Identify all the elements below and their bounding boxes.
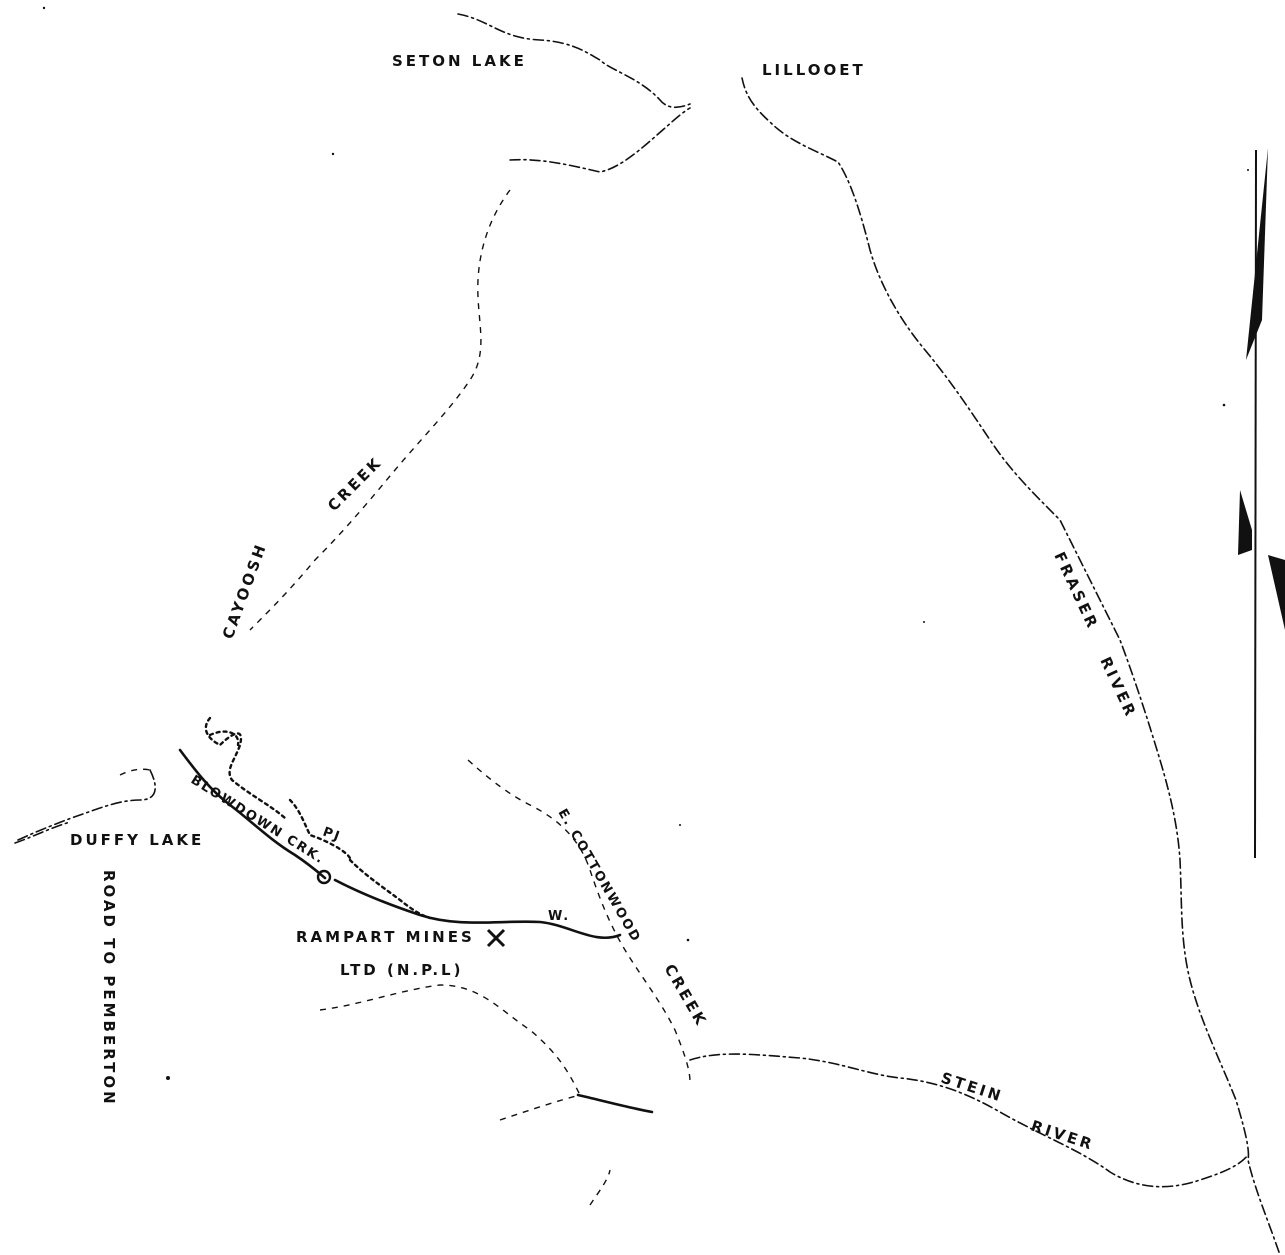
stein-river-line xyxy=(689,1053,1249,1188)
fraser-label: FRASER xyxy=(1050,549,1102,633)
w-marker-label: W. xyxy=(548,909,570,924)
rampart-access-road xyxy=(333,878,622,940)
trail-network xyxy=(204,716,432,920)
road-to-pemberton-label: ROAD TO PEMBERTON xyxy=(100,870,118,1107)
ltd-npl-label: LTD (N.P.L) xyxy=(340,961,463,979)
stein-label: STEIN xyxy=(939,1069,1006,1106)
blowdown-road xyxy=(178,748,327,880)
cayoosh-creek-label: CREEK xyxy=(324,453,386,515)
north-arrow-icon xyxy=(1238,148,1285,859)
duffy-lake-shore xyxy=(14,768,156,844)
cayoosh-creek-line xyxy=(249,189,511,631)
cottonwood-creek-label: CREEK xyxy=(661,961,711,1030)
seton-lake-shore xyxy=(457,13,691,173)
map-speckles xyxy=(42,6,1249,1080)
fraser-river-label: RIVER xyxy=(1096,654,1140,721)
cayoosh-label: CAYOOSH xyxy=(219,540,271,641)
lillooet-label: LILLOOET xyxy=(762,61,866,79)
workings-circle xyxy=(316,869,332,885)
blowdown-creek-label: BLOWDOWN CRK. xyxy=(188,773,328,868)
crossed-hammers-icon xyxy=(486,928,506,948)
south-spur xyxy=(589,1169,611,1206)
lower-creek-line xyxy=(319,984,581,1096)
fraser-river-line xyxy=(741,77,1281,1255)
rampart-mines-label: RAMPART MINES xyxy=(296,928,475,946)
lower-road xyxy=(576,1093,654,1114)
stein-river-label: RIVER xyxy=(1029,1117,1097,1154)
seton-lake-label: SETON LAKE xyxy=(392,52,527,70)
duffy-lake-label: DUFFY LAKE xyxy=(70,831,204,849)
e-cottonwood-label: E. COTTONWOOD xyxy=(555,807,644,946)
e-cottonwood-creek-line xyxy=(467,759,691,1083)
pj-marker-label: PJ xyxy=(321,825,343,845)
lower-spur xyxy=(499,1094,581,1121)
